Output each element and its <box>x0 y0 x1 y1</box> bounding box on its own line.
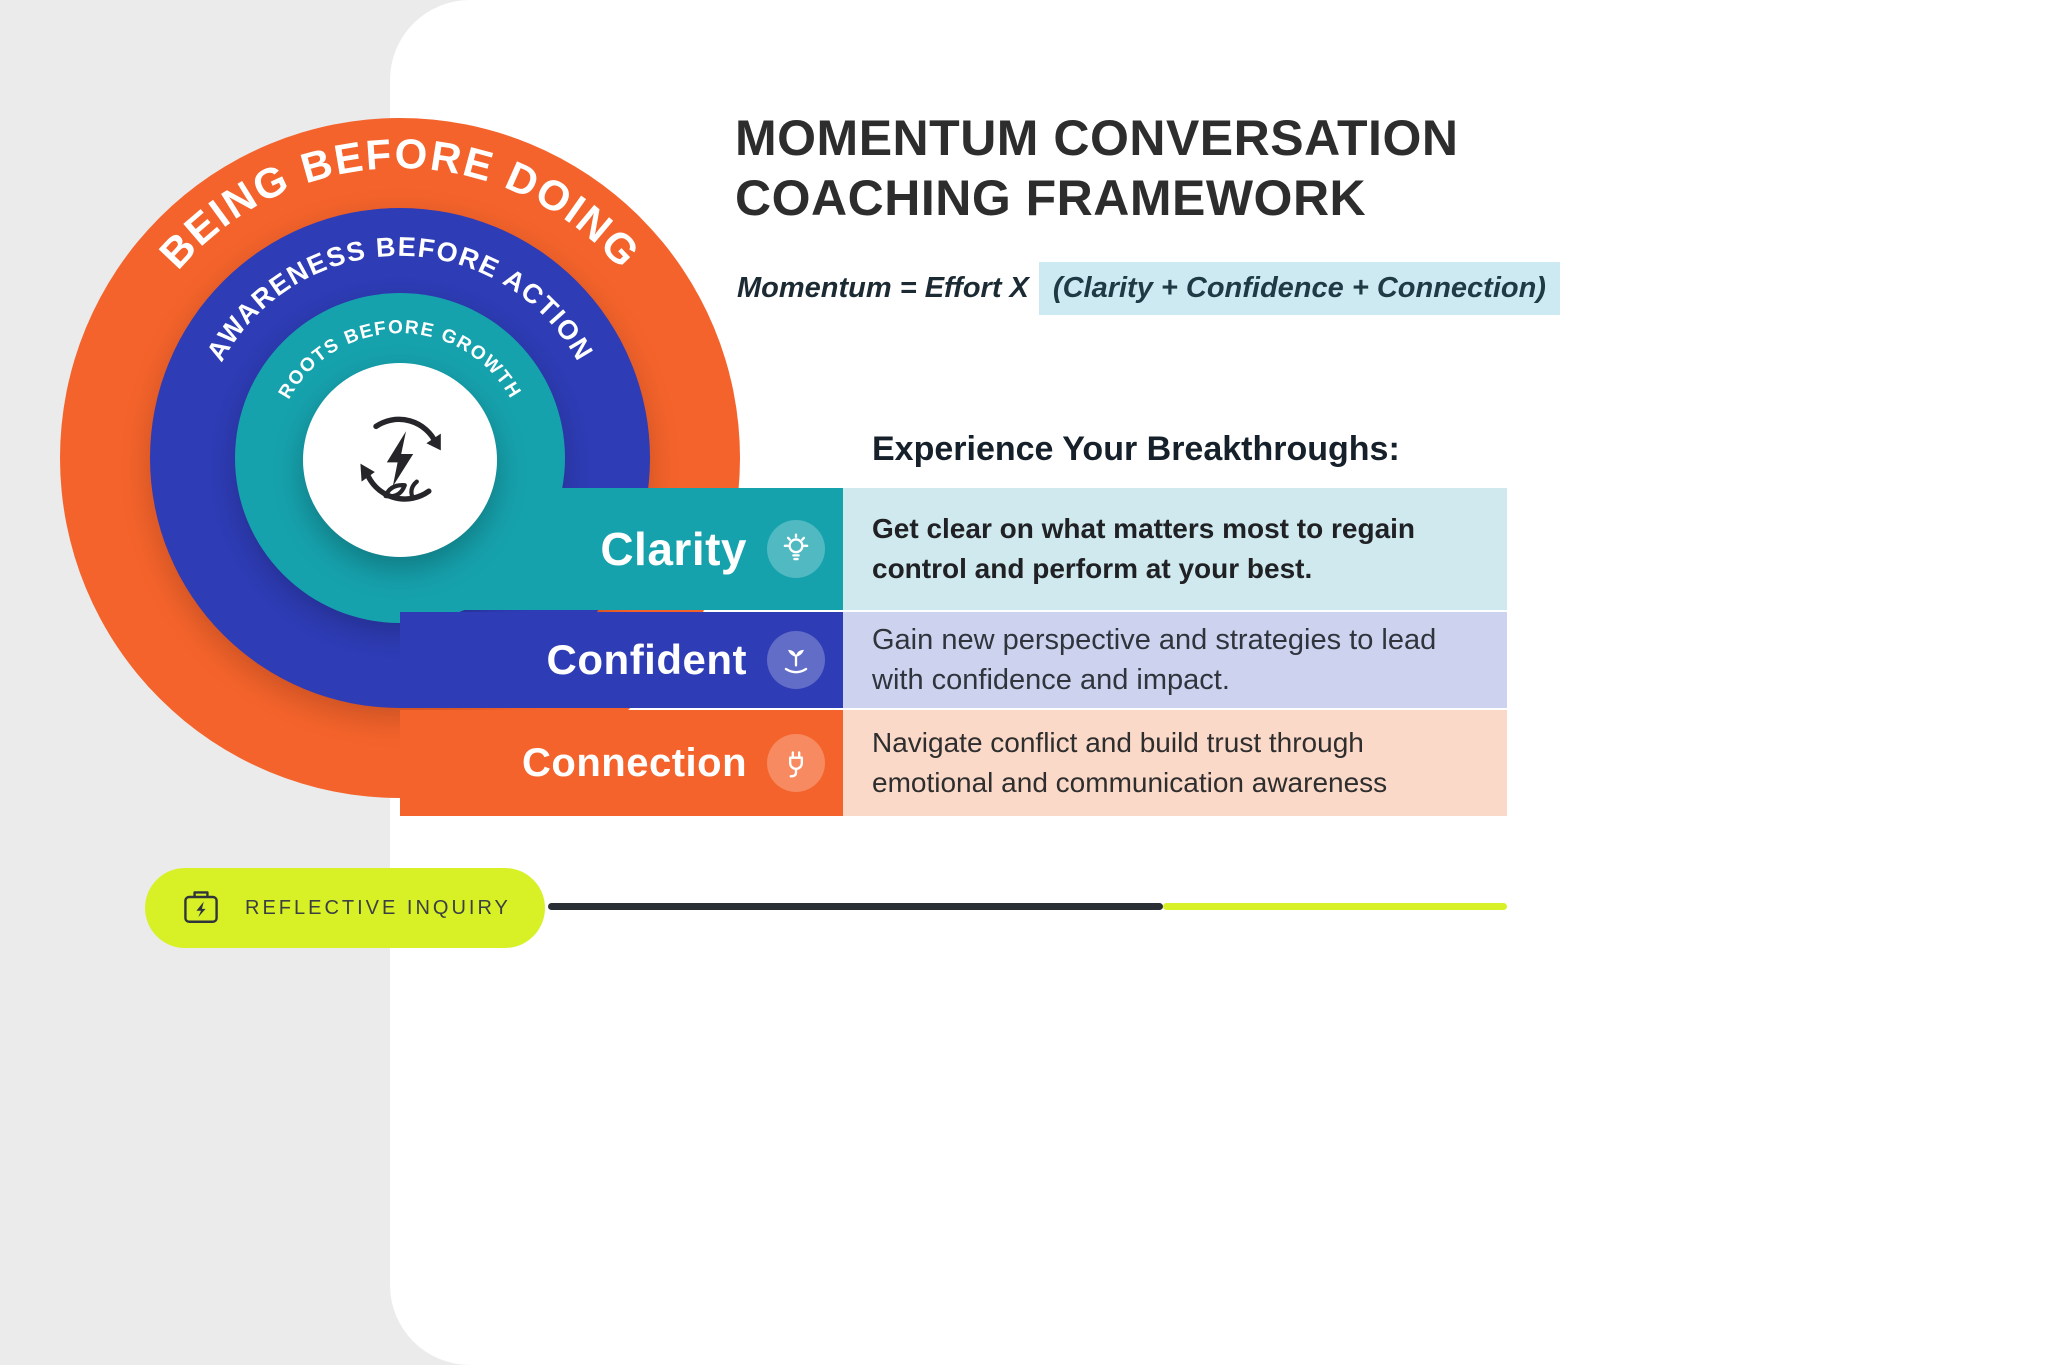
renewal-cycle-icon <box>360 416 441 502</box>
page-title-line1: MOMENTUM CONVERSATION <box>735 110 1459 166</box>
formula-highlight: (Clarity + Confidence + Connection) <box>1038 262 1560 315</box>
momentum-formula: Momentum = Effort X (Clarity + Confidenc… <box>737 262 1560 315</box>
page-title: MOMENTUM CONVERSATION COACHING FRAMEWORK <box>735 108 1458 228</box>
divider-line-lime <box>1163 903 1507 910</box>
bar-confident: Confident <box>400 612 843 708</box>
divider-line-dark <box>548 903 1163 910</box>
description-connection: Navigate conflict and build trust throug… <box>843 710 1507 816</box>
description-confident: Gain new perspective and strategies to l… <box>843 612 1507 708</box>
plug-connection-icon <box>767 734 825 792</box>
bar-label-connection: Connection <box>522 740 747 785</box>
reflective-inquiry-badge: REFLECTIVE INQUIRY <box>145 868 545 948</box>
mind-clarity-icon <box>767 520 825 578</box>
bar-label-confident: Confident <box>546 636 747 683</box>
description-clarity-text: Get clear on what matters most to regain… <box>872 513 1416 584</box>
formula-prefix: Momentum = Effort X <box>737 272 1029 304</box>
bar-connection: Connection <box>400 710 843 816</box>
battery-icon <box>184 891 218 923</box>
bar-label-clarity: Clarity <box>600 523 747 575</box>
page-title-line2: COACHING FRAMEWORK <box>735 170 1367 226</box>
bar-clarity: Clarity <box>400 488 843 610</box>
center-hub <box>303 363 497 557</box>
growth-mindset-icon <box>767 631 825 689</box>
description-confident-text: Gain new perspective and strategies to l… <box>872 623 1437 696</box>
description-clarity: Get clear on what matters most to regain… <box>843 488 1507 610</box>
breakthroughs-heading: Experience Your Breakthroughs: <box>872 430 1400 468</box>
description-connection-text: Navigate conflict and build trust throug… <box>872 727 1388 798</box>
reflective-inquiry-label: REFLECTIVE INQUIRY <box>245 896 511 919</box>
